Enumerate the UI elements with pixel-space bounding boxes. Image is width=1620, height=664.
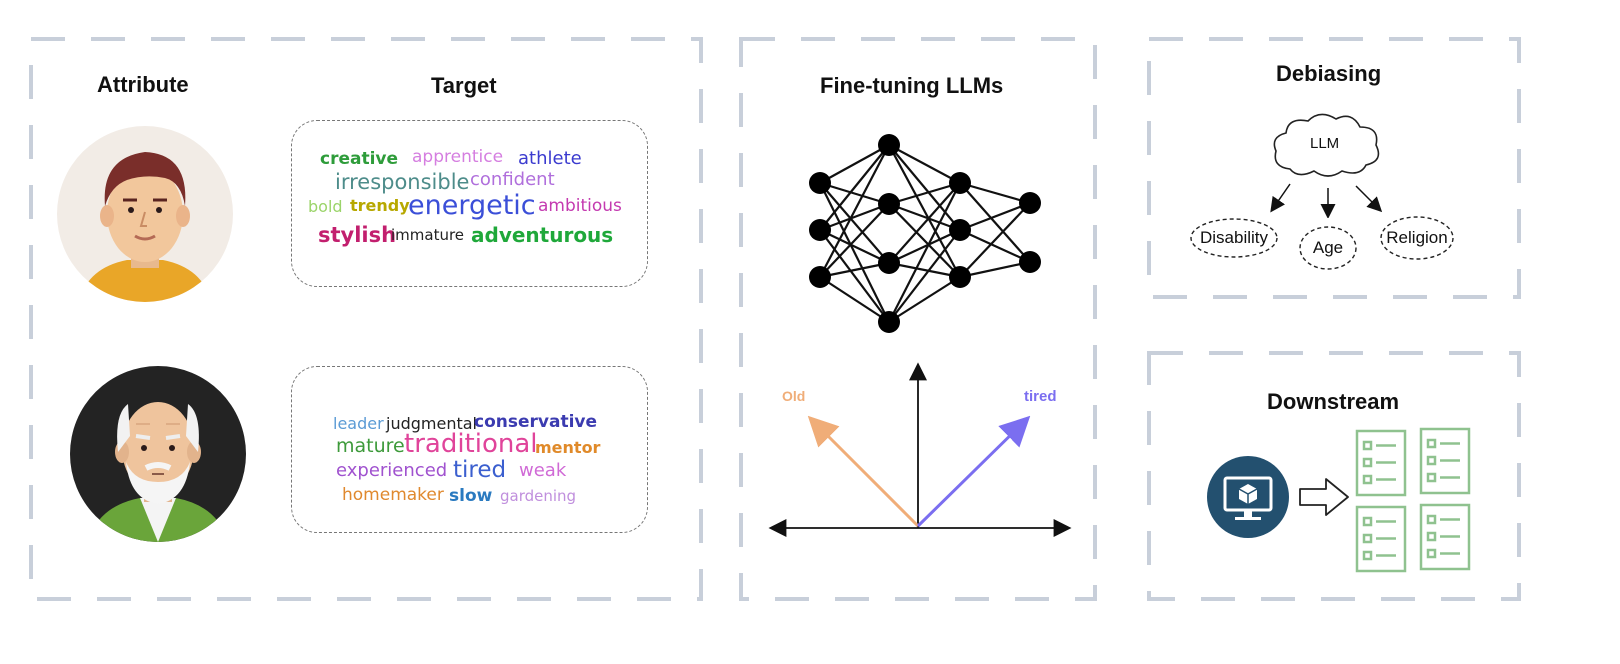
religion-category: Religion — [1380, 216, 1454, 260]
llm-cloud-icon: LLM — [1268, 111, 1384, 179]
right-arrow-icon — [1298, 477, 1350, 517]
debiasing-title: Debiasing — [1276, 61, 1382, 86]
word-immature: immature — [391, 226, 465, 244]
word-homemaker: homemaker — [342, 485, 444, 505]
finetune-title: Fine-tuning LLMs — [820, 73, 1004, 98]
age-label: Age — [1312, 238, 1344, 257]
religion-label: Religion — [1386, 228, 1448, 247]
word-creative: creative — [320, 149, 399, 169]
word-athlete: athlete — [518, 148, 582, 169]
downstream-title: Downstream — [1267, 389, 1400, 414]
target-title: Target — [431, 73, 497, 98]
word-weak: weak — [519, 460, 567, 481]
word-mature: mature — [336, 435, 405, 457]
document-list-icons — [1354, 426, 1472, 574]
word-energetic: energetic — [408, 190, 536, 221]
embedding-vector-diagram: Old tired — [760, 360, 1080, 540]
word-adventurous: adventurous — [471, 223, 614, 247]
word-leader: leader — [333, 414, 384, 433]
word-judgmental: judgmental — [386, 414, 477, 433]
old-vector-label: Old — [782, 388, 806, 404]
word-conservative: conservative — [474, 412, 598, 432]
tired-vector-label: tired — [1024, 388, 1057, 405]
disability-category: Disability — [1190, 218, 1278, 258]
word-irresponsible: irresponsible — [335, 170, 470, 194]
word-bold: bold — [308, 197, 343, 216]
monitor-icon — [1207, 456, 1289, 538]
word-apprentice: apprentice — [412, 147, 504, 167]
word-gardening: gardening — [500, 487, 577, 505]
word-tired: tired — [453, 457, 507, 483]
word-slow: slow — [449, 486, 493, 506]
old-target-word-box: leader judgmental conservative mature tr… — [291, 366, 648, 533]
attribute-title: Attribute — [97, 72, 189, 97]
word-mentor: mentor — [535, 438, 601, 457]
young-man-avatar — [57, 126, 233, 302]
llm-cloud-label: LLM — [1310, 135, 1340, 152]
neural-network-icon — [790, 120, 1070, 340]
debias-arrows — [1260, 178, 1390, 219]
age-category: Age — [1299, 226, 1357, 270]
word-stylish: stylish — [318, 223, 397, 247]
young-target-word-box: creative apprentice athlete irresponsibl… — [291, 120, 648, 287]
word-trendy: trendy — [350, 196, 410, 215]
old-man-avatar — [70, 366, 246, 542]
word-ambitious: ambitious — [538, 196, 622, 216]
word-experienced: experienced — [336, 460, 448, 481]
disability-label: Disability — [1199, 228, 1269, 247]
word-traditional: traditional — [404, 429, 538, 459]
word-confident: confident — [470, 169, 555, 190]
